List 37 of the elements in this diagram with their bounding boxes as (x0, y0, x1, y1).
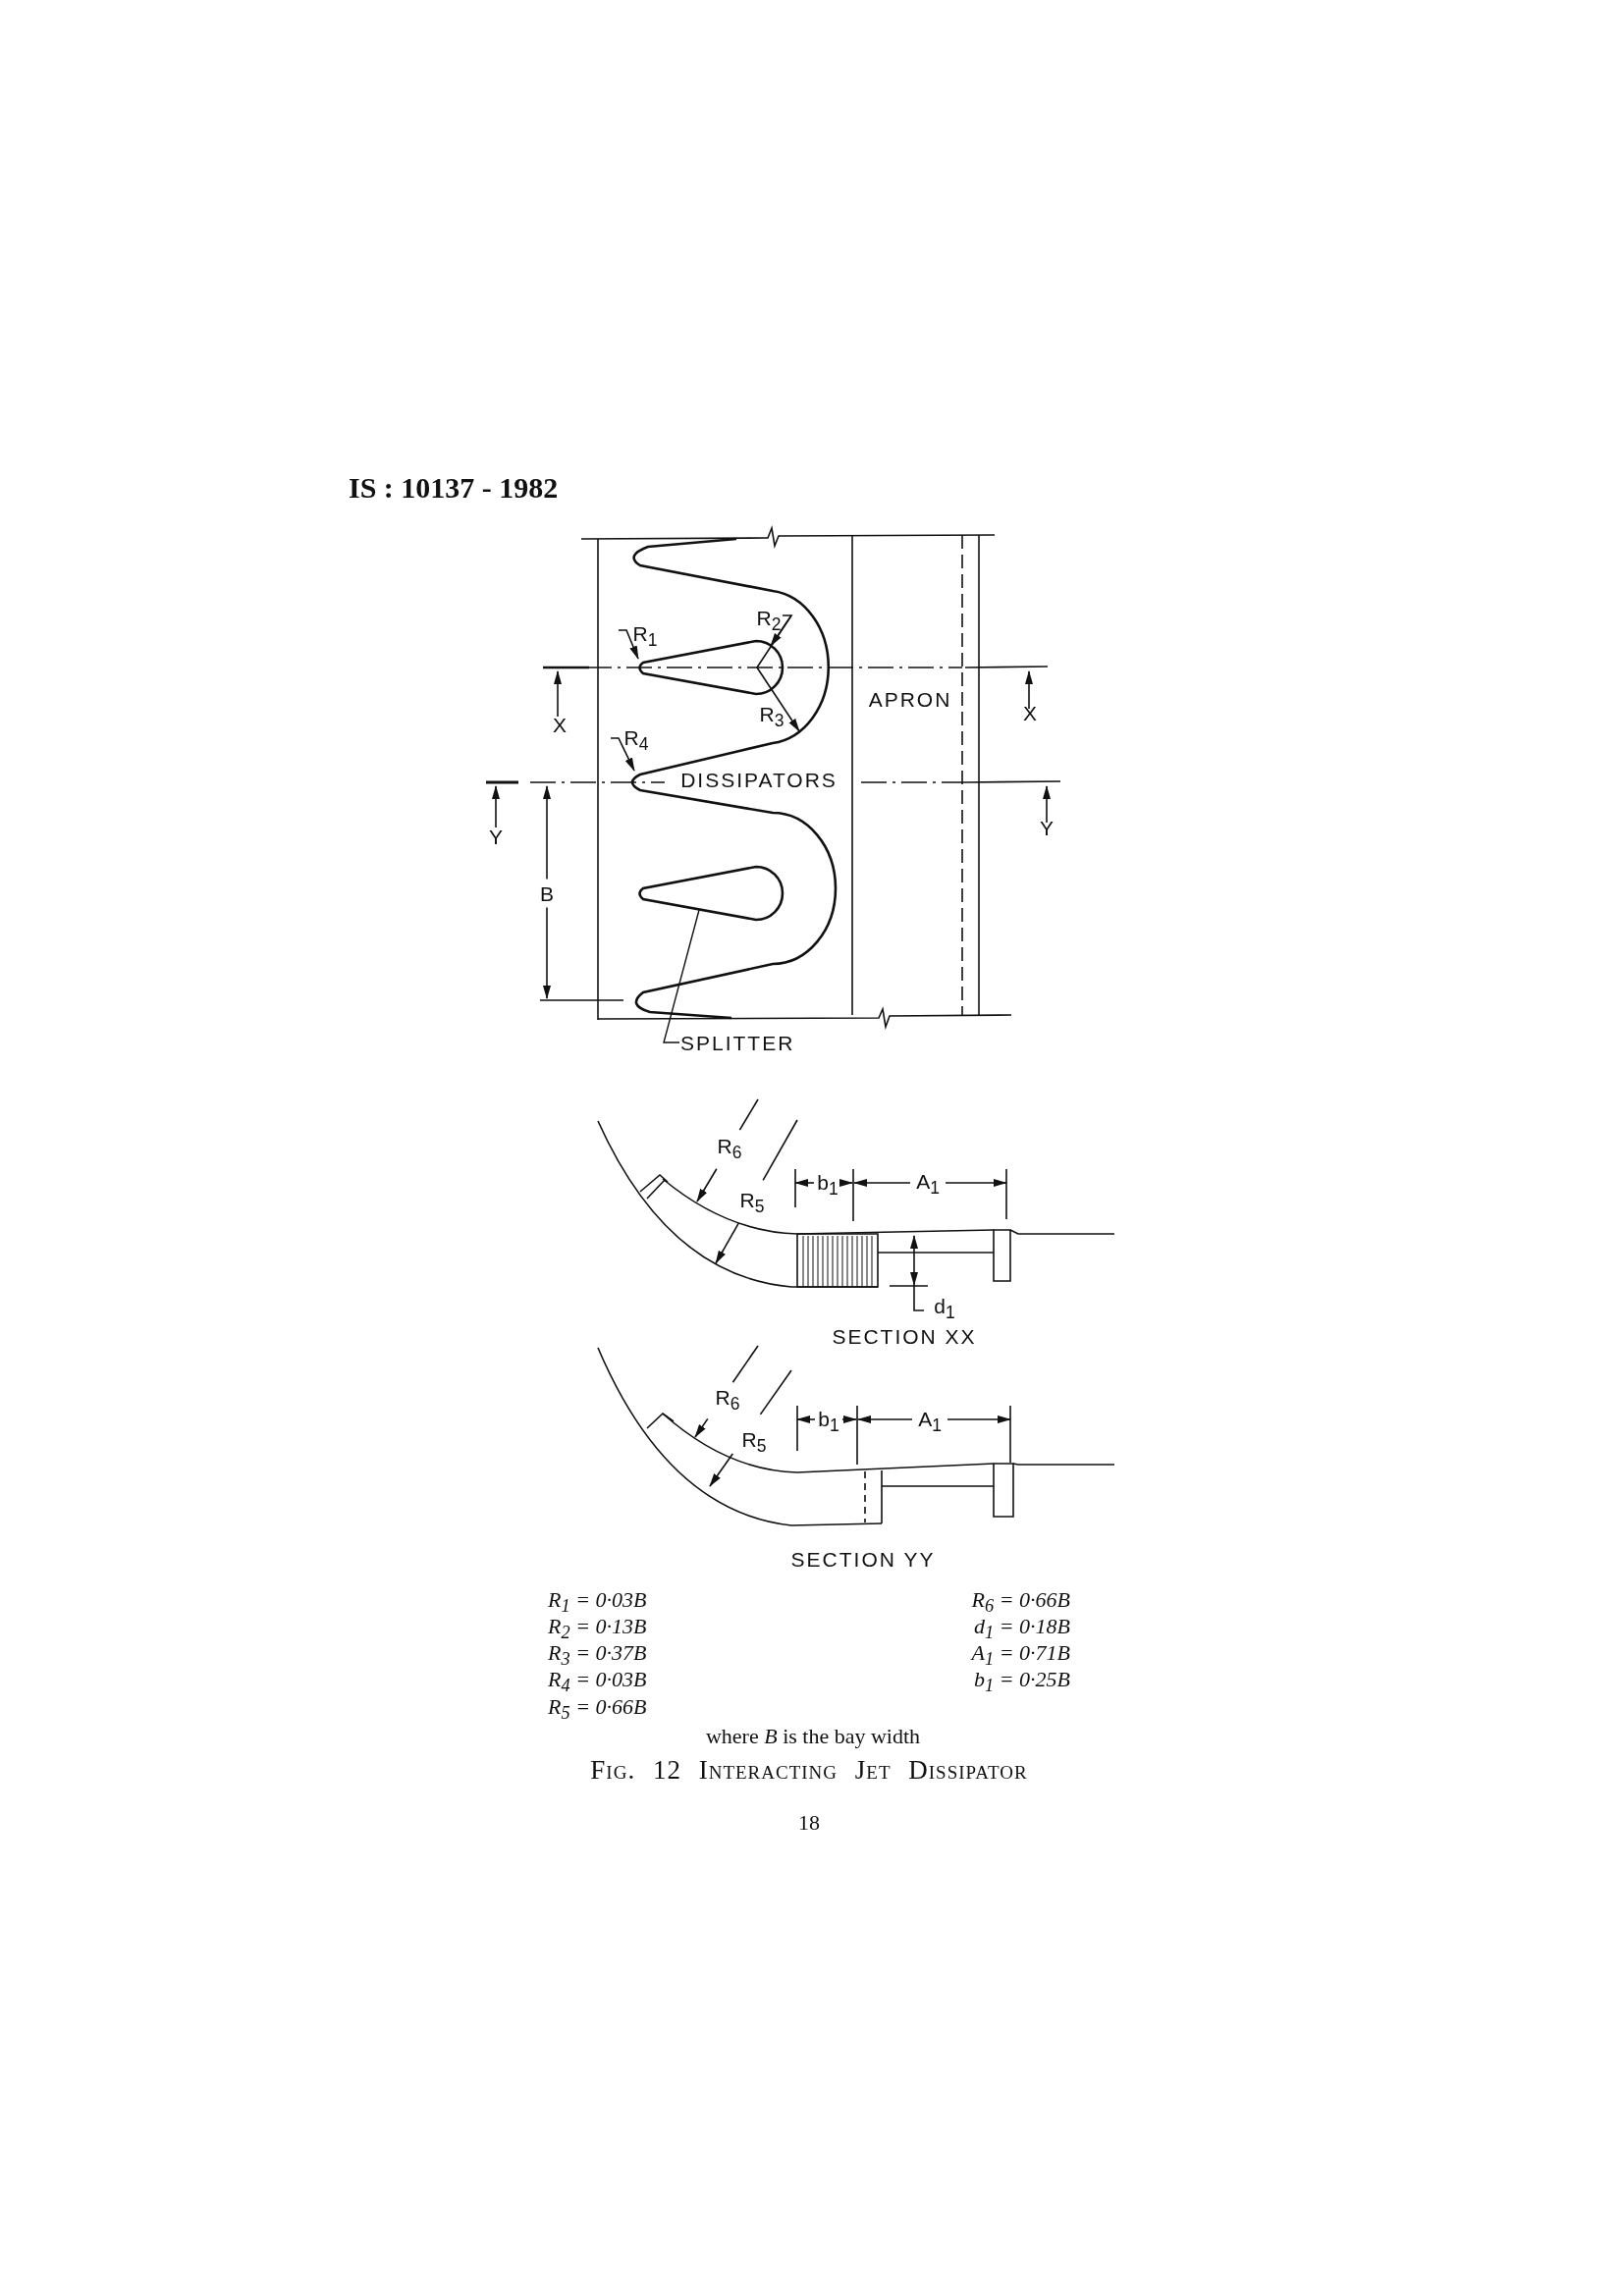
page-number: 18 (798, 1812, 820, 1834)
section-letter: Y (1040, 817, 1054, 838)
dimension-label: b$_{1}$ (818, 1408, 839, 1435)
standard-number: IS : 10137 - 1982 (349, 473, 559, 503)
dimension-label: R$_{6}$ (717, 1135, 742, 1162)
dimension-label: b$_{1}$ (817, 1171, 839, 1199)
formula-text: A$_{1}$ = 0·71B (971, 1641, 1070, 1669)
dimension-label: A$_{1}$ (916, 1170, 940, 1198)
dimension-label: R$_{1}$ (632, 622, 658, 650)
formula-text: R$_{6}$ = 0·66B (971, 1588, 1070, 1616)
figure-caption: Fig. 12 Interacting Jet Dissipator (590, 1756, 1028, 1784)
section-title: SECTION XX (832, 1325, 977, 1347)
dimension-label: R$_{4}$ (623, 726, 649, 754)
part-label: DISSIPATORS (680, 769, 838, 790)
note-text: where B is the bay width (705, 1726, 921, 1747)
part-label: SPLITTER (680, 1029, 795, 1058)
dimension-label: R$_{2}$ (756, 607, 782, 634)
formula-text: R$_{4}$ = 0·03B (548, 1668, 647, 1695)
section-letter: Y (489, 826, 503, 847)
formula-text: R$_{5}$ = 0·66B (548, 1695, 647, 1723)
dimension-label: R$_{6}$ (715, 1386, 740, 1414)
part-label: APRON (868, 688, 952, 710)
formula-text: b$_{1}$ = 0·25B (974, 1668, 1070, 1695)
formula-text: R$_{3}$ = 0·37B (548, 1641, 647, 1669)
dimension-label: A$_{1}$ (918, 1408, 942, 1435)
section-title: SECTION YY (790, 1548, 936, 1570)
section-letter: X (1023, 702, 1037, 723)
dimension-label: R$_{3}$ (759, 703, 784, 730)
formula-text: R$_{1}$ = 0·03B (548, 1588, 647, 1616)
dimension-label: R$_{5}$ (741, 1428, 767, 1456)
dimension-label: R$_{5}$ (739, 1189, 765, 1216)
formula-text: R$_{2}$ = 0·13B (548, 1615, 647, 1642)
dimension-label: B (538, 879, 556, 908)
leader-line (663, 909, 700, 1043)
section-letter: X (553, 714, 567, 735)
dimension-label: d$_{1}$ (934, 1295, 955, 1322)
formula-text: d$_{1}$ = 0·18B (974, 1615, 1070, 1642)
